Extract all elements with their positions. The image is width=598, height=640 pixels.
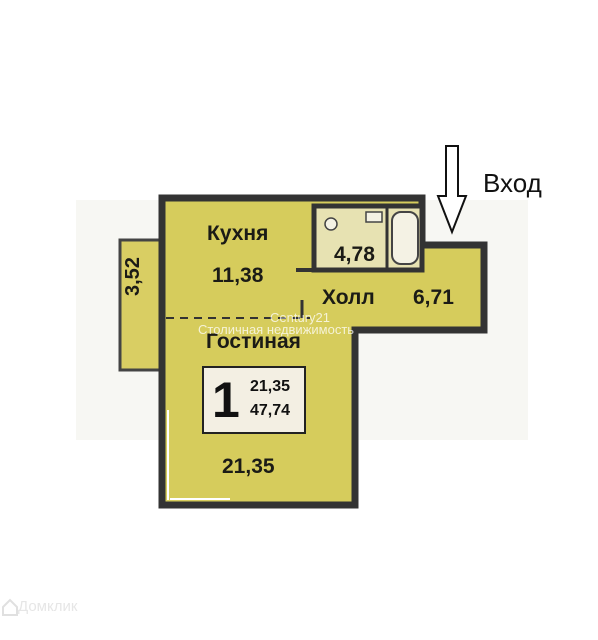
brand-label: Домклик xyxy=(18,598,78,615)
summary-box: 1 21,35 47,74 xyxy=(202,366,306,434)
kitchen-area: 11,38 xyxy=(212,264,264,287)
entrance-arrow-icon xyxy=(436,145,468,235)
entrance-label: Вход xyxy=(483,168,542,198)
bathroom-area: 4,78 xyxy=(334,243,375,266)
room-count: 1 xyxy=(212,372,240,428)
summary-living-area: 21,35 xyxy=(250,378,291,395)
living-name: Гостиная xyxy=(206,330,301,353)
balcony xyxy=(118,238,168,372)
kitchen-name: Кухня xyxy=(207,222,269,245)
toilet-icon xyxy=(324,217,338,231)
living-area: 21,35 xyxy=(222,455,275,478)
watermark-line2: Столичная недвижимость xyxy=(198,322,355,337)
balcony-area: 3,52 xyxy=(122,257,144,296)
hall-name: Холл xyxy=(322,286,375,309)
watermark-line1: Century21 xyxy=(270,310,330,325)
bathtub-icon xyxy=(391,211,419,265)
sink-icon xyxy=(365,211,383,223)
home-icon xyxy=(2,598,18,616)
summary-total-area: 47,74 xyxy=(250,402,291,419)
hall-area: 6,71 xyxy=(413,286,454,309)
